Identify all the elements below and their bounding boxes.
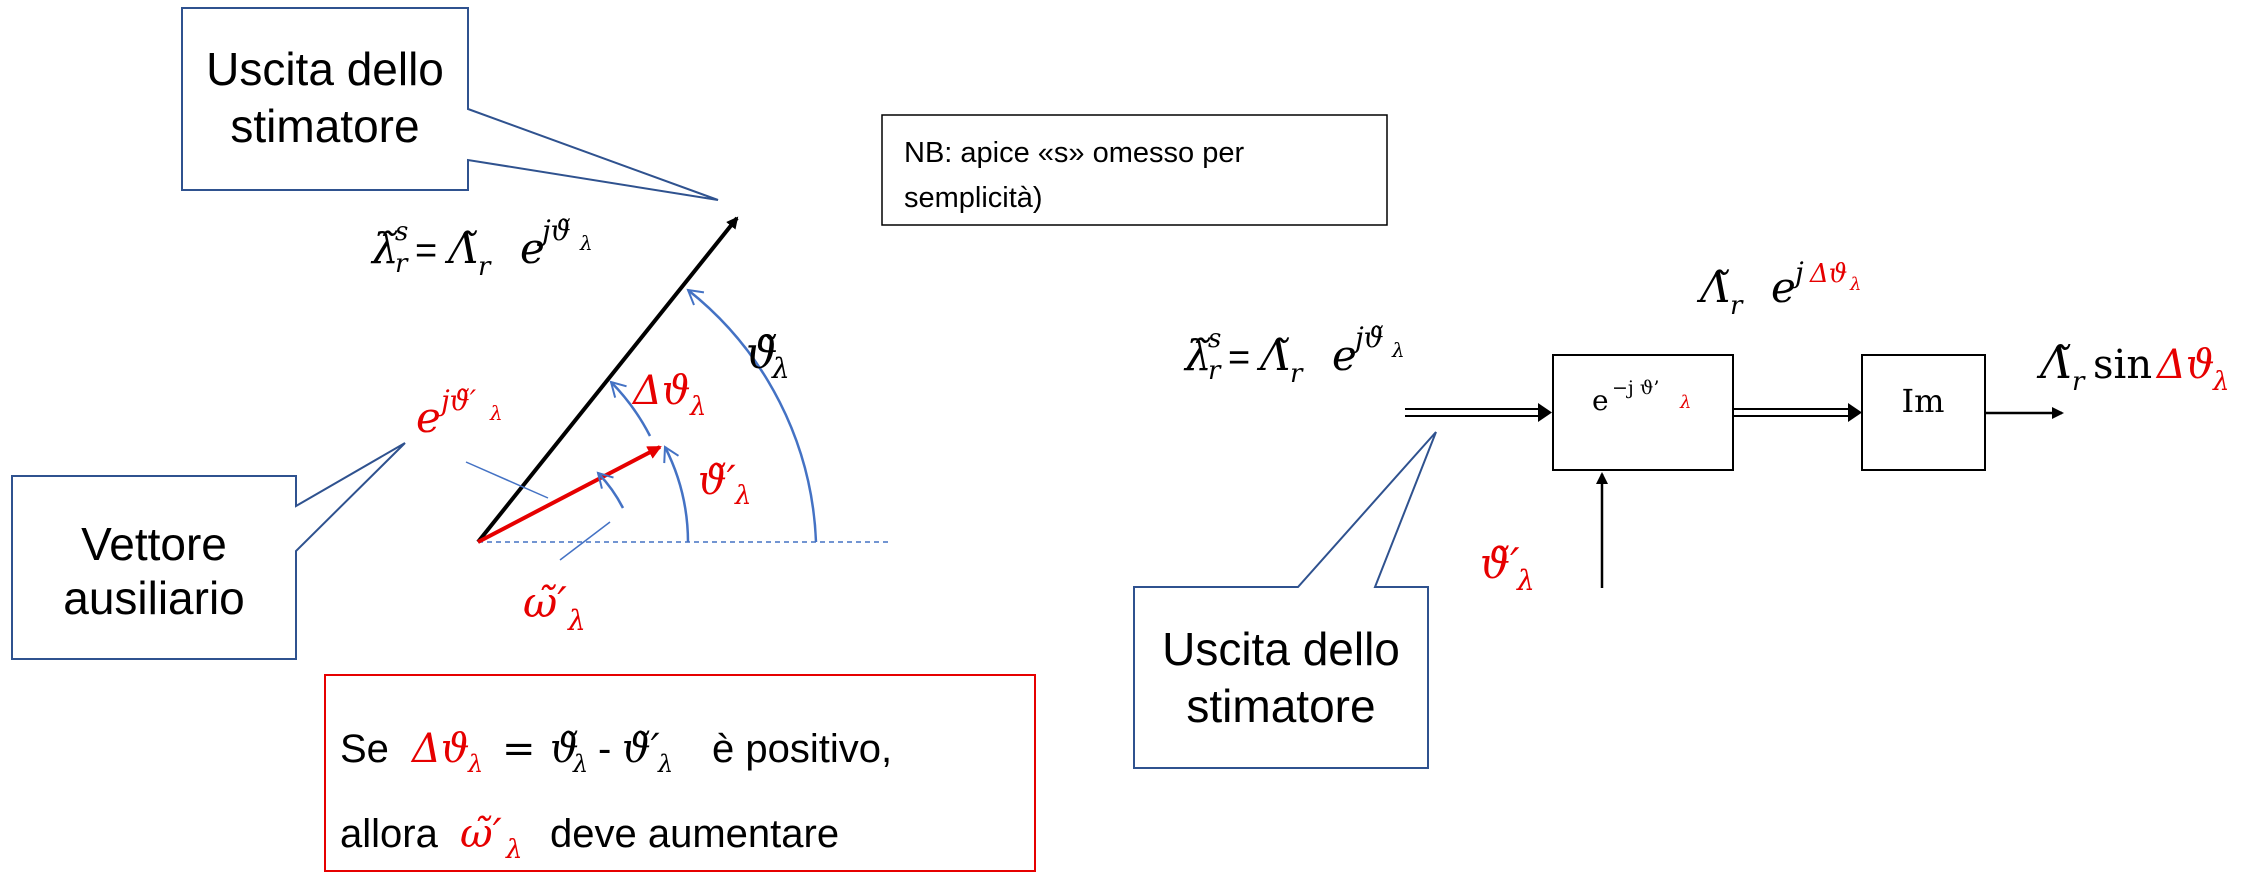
condition-line2: allora ω̃′ λ deve aumentare bbox=[340, 811, 839, 865]
svg-text:ϑ̃: ϑ̃ bbox=[746, 328, 777, 379]
svg-text:r: r bbox=[1730, 291, 1744, 321]
auxiliary-vector bbox=[477, 445, 662, 544]
svg-text:Λ̃: Λ̃ bbox=[1696, 263, 1730, 312]
svg-text:λ: λ bbox=[489, 401, 503, 425]
arc-delta-angle bbox=[609, 380, 652, 437]
svg-text:λ: λ bbox=[771, 352, 790, 385]
svg-text:−j ϑ’: −j ϑ’ bbox=[1612, 377, 1659, 399]
estimate-equation: λ̃ s r = Λ̃ r e jϑ̃ λ bbox=[370, 214, 593, 282]
svg-text:s: s bbox=[1208, 324, 1221, 354]
pointer-omega bbox=[559, 521, 611, 561]
svg-text:ω̃′: ω̃′ bbox=[523, 578, 567, 627]
svg-text:e: e bbox=[1332, 331, 1357, 380]
svg-text:λ: λ bbox=[1679, 392, 1691, 413]
label-delta-angle: Δϑ λ bbox=[631, 368, 706, 422]
label-total-angle: ϑ̃ λ bbox=[746, 328, 790, 385]
svg-text:Δϑ: Δϑ bbox=[631, 368, 690, 414]
svg-text:s: s bbox=[395, 217, 408, 247]
im-block-label: Im bbox=[1902, 382, 1945, 420]
rotated-signal-arrow bbox=[1733, 403, 1862, 422]
arc-omega bbox=[596, 471, 625, 509]
rotator-block bbox=[1552, 354, 1734, 471]
callout-estimator-bottom-box bbox=[1133, 431, 1437, 769]
svg-text:=: = bbox=[502, 726, 536, 772]
label-aux-exp: e jϑ̃′ λ bbox=[416, 384, 503, 442]
svg-text:Λ̃: Λ̃ bbox=[444, 224, 478, 273]
svg-text:r: r bbox=[2072, 367, 2086, 397]
output-label: Λ̃ r sin Δϑ λ bbox=[2036, 338, 2229, 397]
svg-text:λ: λ bbox=[505, 835, 522, 865]
callout-estimator-top-line1: Uscita dello bbox=[206, 43, 444, 95]
note-box bbox=[881, 114, 1388, 226]
svg-text:λ: λ bbox=[579, 231, 593, 255]
callout-auxiliary-box bbox=[11, 442, 406, 660]
aux-input-label: ϑ̃′ λ bbox=[1480, 539, 1535, 597]
svg-text:jϑ̃′: jϑ̃′ bbox=[435, 384, 477, 417]
svg-text:r: r bbox=[1208, 356, 1222, 386]
input-signal-arrow bbox=[1405, 403, 1552, 422]
svg-text:λ: λ bbox=[1516, 564, 1535, 597]
svg-text:Δϑ: Δϑ bbox=[410, 726, 469, 772]
svg-text:λ̃: λ̃ bbox=[1183, 331, 1212, 380]
svg-text:λ: λ bbox=[567, 604, 586, 637]
svg-text:deve aumentare: deve aumentare bbox=[550, 812, 839, 856]
svg-text:ϑ̃′: ϑ̃′ bbox=[1480, 539, 1520, 588]
rotator-block-label: e −j ϑ’ λ bbox=[1592, 377, 1691, 417]
svg-text:ω̃′: ω̃′ bbox=[460, 811, 502, 857]
condition-line1: Se Δϑ λ = ϑ̃ λ - ϑ̃′ λ è positivo, bbox=[340, 726, 892, 778]
svg-text:r: r bbox=[1290, 359, 1304, 389]
svg-text:λ: λ bbox=[467, 750, 483, 778]
svg-text:λ: λ bbox=[1391, 338, 1405, 362]
svg-text:Se: Se bbox=[340, 727, 389, 771]
label-omega-aux: ω̃′ λ bbox=[523, 578, 586, 637]
pointer-aux-exp bbox=[465, 461, 549, 499]
svg-text:Λ̃: Λ̃ bbox=[1256, 331, 1290, 380]
block-input-equation: λ̃ s r = Λ̃ r e jϑ̃ λ bbox=[1183, 321, 1405, 389]
svg-text:Δϑ: Δϑ bbox=[1809, 259, 1847, 289]
svg-text:Δϑ: Δϑ bbox=[2155, 342, 2214, 388]
arc-aux-angle bbox=[663, 445, 690, 543]
svg-text:e: e bbox=[1592, 384, 1609, 417]
condition-box bbox=[324, 674, 1036, 872]
estimate-vector bbox=[476, 216, 739, 544]
svg-text:λ: λ bbox=[689, 392, 706, 422]
note-line1: NB: apice «s» omesso per bbox=[904, 137, 1244, 169]
label-aux-angle: ϑ̃′ λ bbox=[698, 458, 751, 511]
svg-text:e: e bbox=[1771, 263, 1796, 312]
svg-text:ϑ̃: ϑ̃ bbox=[550, 726, 579, 772]
svg-text:λ: λ bbox=[657, 750, 673, 778]
rotated-signal-label: Λ̃ r e j Δϑ λ bbox=[1696, 256, 1861, 321]
svg-text:λ: λ bbox=[2212, 367, 2229, 397]
svg-text:=: = bbox=[415, 230, 437, 272]
callout-estimator-bottom-line1: Uscita dello bbox=[1162, 623, 1400, 675]
svg-text:λ: λ bbox=[734, 481, 751, 511]
svg-text:e: e bbox=[416, 393, 441, 442]
svg-text:λ: λ bbox=[572, 750, 588, 778]
callout-estimator-bottom-line2: stimatore bbox=[1186, 680, 1375, 732]
im-block bbox=[1861, 354, 1986, 471]
svg-text:r: r bbox=[478, 252, 492, 282]
svg-text:ϑ̃′: ϑ̃′ bbox=[698, 458, 736, 504]
callout-estimator-top-line2: stimatore bbox=[230, 100, 419, 152]
svg-text:jϑ̃: jϑ̃ bbox=[1349, 321, 1384, 354]
arc-total-angle bbox=[686, 288, 818, 543]
svg-text:sin: sin bbox=[2093, 342, 2152, 388]
svg-text:-: - bbox=[598, 727, 611, 771]
svg-text:è positivo,: è positivo, bbox=[712, 727, 892, 771]
svg-text:λ: λ bbox=[1849, 274, 1861, 295]
svg-text:Λ̃: Λ̃ bbox=[2036, 338, 2072, 389]
svg-text:=: = bbox=[1228, 337, 1250, 379]
svg-text:jϑ̃: jϑ̃ bbox=[536, 214, 571, 247]
callout-auxiliary-line2: ausiliario bbox=[63, 572, 245, 624]
svg-text:λ̃: λ̃ bbox=[370, 224, 399, 273]
callout-auxiliary-line1: Vettore bbox=[81, 518, 227, 570]
note-line2: semplicità) bbox=[904, 182, 1043, 214]
svg-text:r: r bbox=[395, 249, 409, 279]
callout-estimator-top-box bbox=[181, 7, 719, 201]
svg-text:allora: allora bbox=[340, 812, 439, 856]
svg-text:ϑ̃′: ϑ̃′ bbox=[622, 726, 660, 772]
svg-text:e: e bbox=[520, 224, 545, 273]
